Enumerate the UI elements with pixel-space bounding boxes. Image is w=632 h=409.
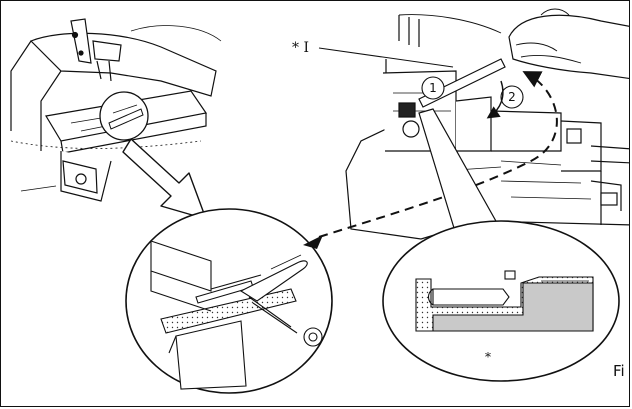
step-2-circle	[500, 85, 524, 109]
step-2-number: 2	[508, 90, 516, 104]
dashed-path-arrow	[318, 71, 558, 238]
zoom-circle-left	[125, 208, 333, 394]
detail-asterisk-label: *	[485, 350, 491, 364]
dashed-arrow-head-left	[303, 235, 323, 249]
step-1-number: 1	[429, 81, 437, 95]
part-leader-line	[318, 47, 454, 68]
step-2-arrow	[486, 80, 504, 119]
step-1-circle	[421, 76, 445, 100]
cross-section-circle	[382, 220, 620, 382]
figure-caption: Fi	[613, 362, 625, 380]
looper-assembly-view	[345, 8, 629, 240]
magnifier-ring	[99, 91, 149, 141]
sewing-machine-view	[10, 18, 222, 202]
zoom-arrow	[122, 138, 207, 220]
part-i-label: * I	[292, 40, 309, 56]
step-circles	[421, 76, 524, 109]
